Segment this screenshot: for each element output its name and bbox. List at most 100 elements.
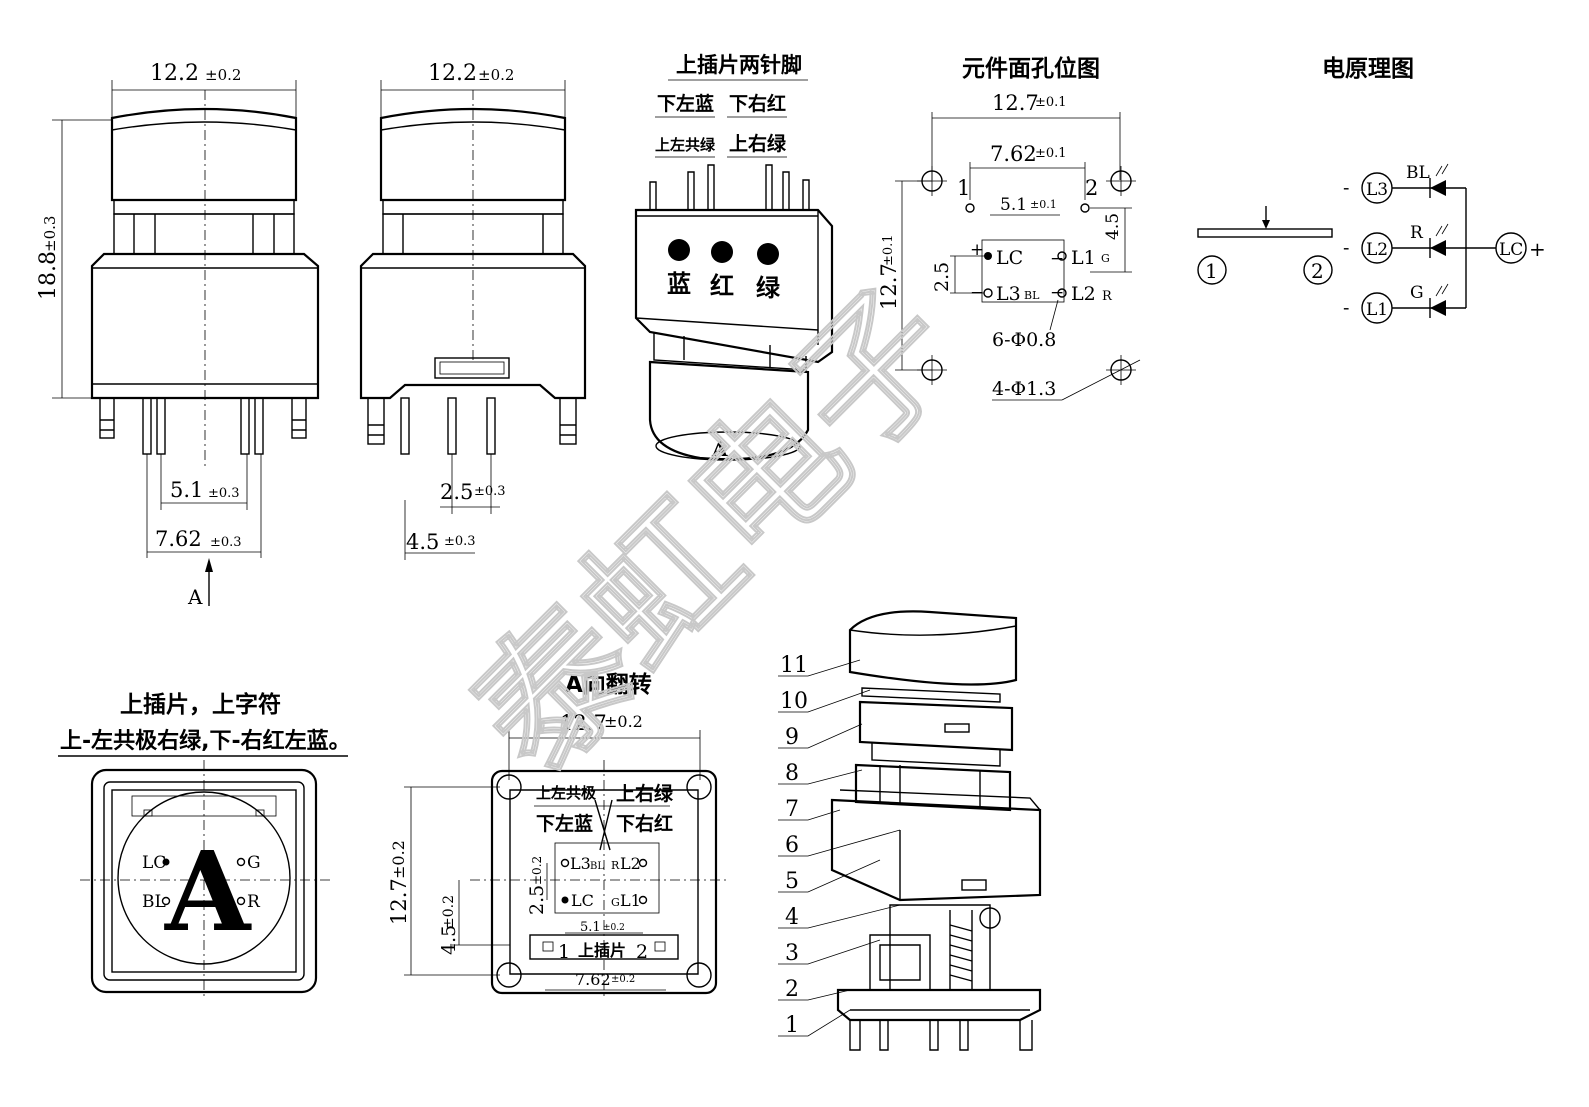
side-pin-pitch: 2.5 (440, 480, 473, 504)
top-g: G (247, 853, 261, 873)
top-title-line2: 上-左共极右绿,下-右红左蓝。 (60, 728, 351, 754)
schematic-l2: L2 (1366, 240, 1388, 260)
footprint-small: 2.5 (931, 262, 953, 292)
flip-outer-tol: ±0.2 (611, 974, 635, 985)
side-view: 12.2 ±0.2 2.5 ±0.3 4.5 ±0.3 (359, 61, 587, 560)
footprint-l3-color: BL (1024, 289, 1040, 302)
schematic-title: 电原理图 (1322, 56, 1414, 82)
part-number-11: 11 (780, 653, 808, 678)
flip-small: 2.5 (526, 885, 548, 915)
view-arrow-label: A (187, 585, 203, 609)
flip-pitch: 5.1 (580, 920, 601, 935)
flip-h: 12.7 (387, 878, 411, 925)
iso-label-lower-right: 下右红 (729, 92, 786, 115)
front-pitch-outer: 7.62 (155, 527, 202, 551)
schematic-minus-2: - (1343, 237, 1349, 259)
flip-ur: 上右绿 (616, 782, 674, 805)
schematic-lc: LC (1499, 240, 1523, 260)
front-height-value: 18.8 (36, 251, 61, 300)
flip-l3-color: BL (590, 861, 604, 872)
front-width-tol: ±0.2 (205, 66, 241, 84)
schematic-bl: BL (1406, 163, 1430, 183)
footprint-small-holes: 6-Φ0.8 (992, 329, 1056, 351)
flip-ul: 上左共极 (536, 784, 597, 802)
front-pitch-inner-tol: ±0.3 (208, 486, 240, 501)
footprint-l2: L2 (1071, 283, 1096, 305)
part-number-2: 2 (785, 977, 799, 1002)
schematic-view: 电原理图 1 2 L3 L2 L1 - - - (1197, 56, 1546, 324)
flip-l3: L3 (570, 854, 591, 873)
exploded-view: 11 10 9 8 7 6 5 4 3 2 1 (778, 610, 1042, 1051)
flip-title: A向翻转 (565, 671, 652, 698)
flip-l1-color: G (611, 896, 620, 909)
flip-small-tol: ±0.2 (530, 856, 544, 885)
schematic-pin2: 2 (1311, 259, 1324, 283)
side-width-value: 12.2 (428, 61, 477, 86)
led-red-dot (711, 241, 733, 263)
front-height-tol: ±0.3 (41, 216, 59, 252)
footprint-l2-color: R (1102, 289, 1113, 304)
schematic-l3: L3 (1366, 180, 1388, 200)
top-letter: A (164, 827, 252, 956)
flip-w: 12.7 (560, 711, 607, 735)
watermark: 泰虹电子 (442, 258, 989, 805)
flip-ll: 下左蓝 (536, 812, 593, 835)
diode-r (1429, 223, 1449, 258)
footprint-w: 12.7 (992, 91, 1039, 115)
flip-pin1: 1 (558, 941, 570, 963)
side-pin-pitch-tol: ±0.3 (474, 484, 506, 499)
schematic-minus-3: - (1343, 297, 1349, 319)
flip-l2-color: R (611, 859, 620, 872)
top-lc: LC (142, 853, 166, 873)
top-view: 上插片，上字符 上-左共极右绿,下-右红左蓝。 A LC G BL R (58, 691, 351, 1000)
flip-v-tol: ±0.2 (441, 895, 457, 929)
flip-pin2: 2 (636, 941, 648, 963)
footprint-minus-1: − (1050, 249, 1064, 269)
part-number-4: 4 (785, 905, 799, 930)
schematic-pin1: 1 (1205, 259, 1218, 283)
footprint-h: 12.7 (877, 263, 901, 310)
led-blue-dot (668, 239, 690, 261)
schematic-minus-1: - (1343, 177, 1349, 199)
part-number-1: 1 (785, 1013, 799, 1038)
schematic-l1: L1 (1366, 300, 1388, 320)
iso-label-lower-left: 下左蓝 (657, 92, 714, 115)
footprint-w-tol: ±0.1 (1035, 95, 1067, 110)
flip-v: 4.5 (438, 925, 460, 955)
footprint-inner: 7.62 (990, 142, 1037, 166)
front-view: 12.2 ±0.2 18.8 ±0.3 5.1 ±0.3 7.62 ±0.3 A (36, 61, 320, 609)
flip-w-tol: ±0.2 (604, 712, 643, 731)
footprint-lc: LC (996, 247, 1023, 269)
top-r: R (247, 892, 261, 912)
part-number-9: 9 (785, 725, 799, 750)
footprint-l1-color: G (1101, 252, 1110, 265)
led-green-dot (757, 243, 779, 265)
part-number-3: 3 (785, 941, 799, 966)
side-width-tol: ±0.2 (478, 66, 514, 84)
footprint-v-pitch: 4.5 (1103, 213, 1123, 240)
footprint-pin2: 2 (1085, 176, 1098, 200)
front-width-value: 12.2 (150, 61, 199, 86)
side-offset-tol: ±0.3 (444, 534, 476, 549)
footprint-pitch: 5.1 (1000, 195, 1027, 215)
iso-label-upper-left: 上左共绿 (655, 136, 716, 154)
part-number-6: 6 (785, 833, 799, 858)
iso-label-upper-right: 上右绿 (729, 132, 787, 155)
top-bl: BL (142, 892, 166, 912)
schematic-lc-sign: + (1529, 237, 1546, 261)
diode-bl (1429, 163, 1449, 198)
part-number-8: 8 (785, 761, 799, 786)
footprint-view: 元件面孔位图 12.7 ±0.1 7.62 ±0.1 5.1 ±0.1 1 2 … (877, 55, 1141, 401)
footprint-inner-tol: ±0.1 (1035, 146, 1067, 161)
iso-view: 上插片两针脚 下左蓝 下右红 上左共绿 上右绿 蓝 红 绿 A (634, 53, 834, 461)
flip-h-tol: ±0.2 (389, 840, 408, 879)
flip-view: A向翻转 12.7 ±0.2 上左共极 上右绿 下左蓝 下右红 L3 BL R … (387, 671, 730, 1000)
footprint-big-holes: 4-Φ1.3 (992, 378, 1056, 400)
footprint-l1: L1 (1071, 247, 1096, 269)
footprint-plus: + (970, 240, 984, 260)
footprint-title: 元件面孔位图 (962, 55, 1100, 82)
led-green-label: 绿 (756, 274, 781, 302)
iso-title: 上插片两针脚 (676, 53, 802, 77)
footprint-h-tol: ±0.1 (881, 234, 896, 266)
